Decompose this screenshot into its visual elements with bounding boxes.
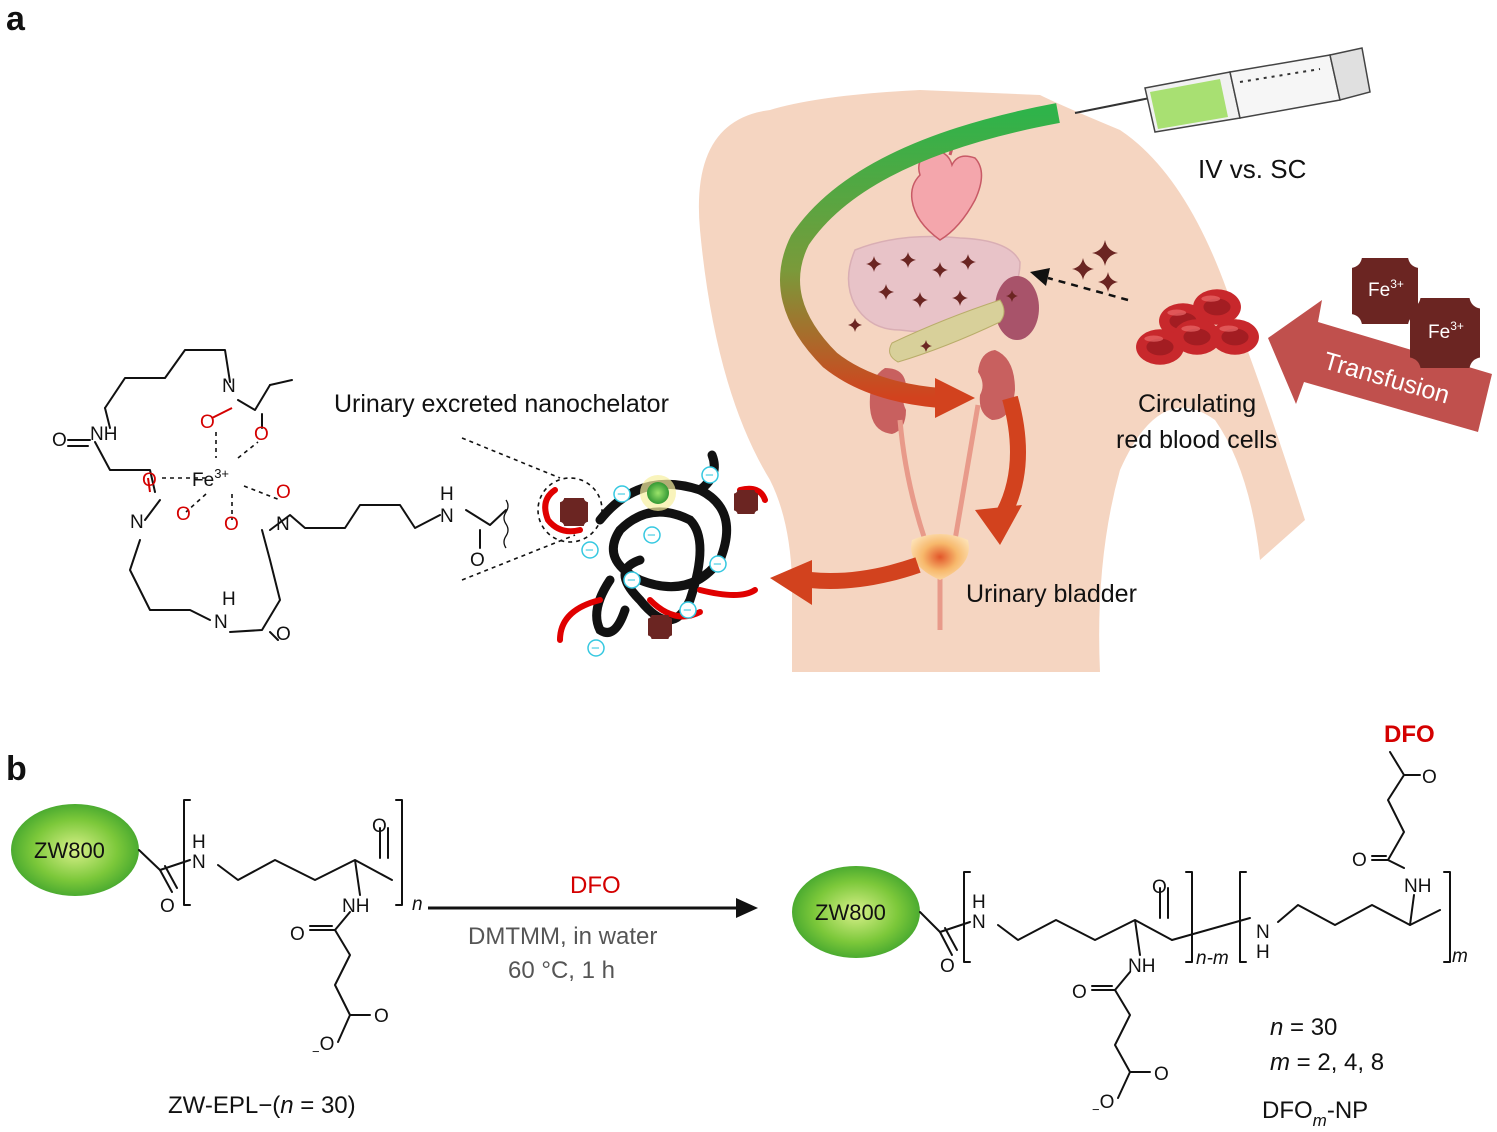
svg-text:−: − [617, 486, 626, 503]
urinary-bladder [911, 534, 969, 580]
injection-route-label: IV vs. SC [1198, 154, 1306, 184]
svg-text:−O: −O [312, 1034, 334, 1059]
svg-text:−: − [713, 556, 722, 573]
svg-text:O: O [160, 896, 175, 917]
conditions-line1: DMTMM, in water [468, 923, 657, 950]
rbc-label-line2: red blood cells [1116, 426, 1277, 454]
starting-material-name: ZW-EPL−(n = 30) [168, 1092, 356, 1119]
svg-text:O: O [470, 550, 485, 571]
svg-text:ZW800: ZW800 [34, 838, 105, 863]
reagent-dfo: DFO [570, 872, 621, 899]
spleen [995, 276, 1039, 340]
svg-text:H: H [222, 589, 236, 610]
svg-text:O: O [276, 482, 291, 503]
svg-text:N: N [440, 506, 454, 527]
svg-text:−: − [627, 572, 636, 589]
svg-text:−O: −O [1092, 1092, 1114, 1117]
svg-text:O: O [254, 424, 269, 445]
excretion-arrow [809, 557, 921, 589]
starting-material: ZW800 H N O O NH O O −O n [11, 799, 423, 1059]
svg-text:n: n [412, 894, 423, 915]
product-name: DFOm-NP [1262, 1097, 1368, 1130]
svg-text:O: O [276, 624, 291, 645]
svg-text:m: m [1452, 946, 1468, 967]
svg-text:O: O [1072, 982, 1087, 1003]
svg-text:N: N [214, 612, 228, 633]
svg-text:−: − [585, 542, 594, 559]
zoom-line-top [461, 437, 561, 479]
svg-text:O: O [1152, 877, 1167, 898]
svg-text:n-m: n-m [1196, 948, 1229, 969]
zoom-circle [537, 477, 603, 543]
svg-text:O: O [200, 412, 215, 433]
bladder-label: Urinary bladder [966, 580, 1137, 608]
svg-text:N: N [192, 852, 206, 873]
circulation-arrowhead [935, 378, 975, 418]
zw800-dye-start [11, 804, 139, 896]
svg-text:−: − [647, 527, 656, 544]
svg-text:H: H [1256, 942, 1270, 963]
svg-text:O: O [1154, 1064, 1169, 1085]
n-value: n = 30 [1270, 1014, 1337, 1041]
svg-text:−: − [591, 640, 600, 657]
zw800-dye-product [792, 866, 920, 958]
svg-text:O: O [1422, 767, 1437, 788]
fe-ion-2: Fe3+ [1410, 298, 1480, 368]
negative-charges: − − − − − − − − [581, 466, 727, 657]
fe-ion-1: Fe3+ [1352, 258, 1418, 324]
svg-text:N: N [1256, 922, 1270, 943]
conditions-line2: 60 °C, 1 h [508, 957, 615, 984]
svg-text:O: O [52, 430, 67, 451]
circulation-path [780, 103, 1060, 408]
svg-text:−: − [705, 467, 714, 484]
svg-text:NH: NH [1128, 956, 1155, 977]
svg-text:H: H [192, 832, 206, 853]
svg-text:N: N [130, 512, 144, 533]
svg-text:O: O [1352, 850, 1367, 871]
svg-text:O: O [142, 470, 157, 491]
nanochelator-polymer [542, 450, 768, 643]
m-values: m = 2, 4, 8 [1270, 1049, 1384, 1076]
svg-text:O: O [176, 504, 191, 525]
rbc-label-line1: Circulating [1138, 390, 1256, 418]
nanochelator-label: Urinary excreted nanochelator [334, 390, 669, 418]
svg-text:H: H [972, 892, 986, 913]
syringe [1074, 47, 1371, 133]
svg-text:O: O [372, 816, 387, 837]
product-dfo-label: DFO [1384, 721, 1435, 748]
svg-text:ZW800: ZW800 [815, 900, 886, 925]
panel-a-label: a [6, 0, 26, 38]
svg-text:H: H [440, 484, 454, 505]
svg-text:NH: NH [342, 896, 369, 917]
svg-text:Fe3+: Fe3+ [1368, 277, 1404, 301]
svg-text:O: O [940, 956, 955, 977]
svg-text:Fe3+: Fe3+ [192, 466, 229, 491]
svg-text:N: N [276, 514, 290, 535]
svg-text:O: O [224, 514, 239, 535]
svg-text:O: O [290, 924, 305, 945]
svg-text:N: N [972, 912, 986, 933]
dfo-fe-chelate-structure: N O O O NH O Fe3+ O N O O N H N O H N O [52, 349, 509, 645]
pancreas [889, 299, 1005, 363]
svg-text:O: O [374, 1006, 389, 1027]
iron-uptake-arrow [1047, 276, 1129, 302]
svg-text:NH: NH [1404, 876, 1431, 897]
svg-text:−: − [683, 602, 692, 619]
svg-text:NH: NH [90, 424, 117, 445]
svg-text:Fe3+: Fe3+ [1428, 319, 1464, 343]
svg-text:N: N [222, 376, 236, 397]
panel-b-label: b [6, 750, 27, 788]
product-structure: ZW800 H N O O NH O O −O N H NH O O n-m m [792, 751, 1468, 1117]
